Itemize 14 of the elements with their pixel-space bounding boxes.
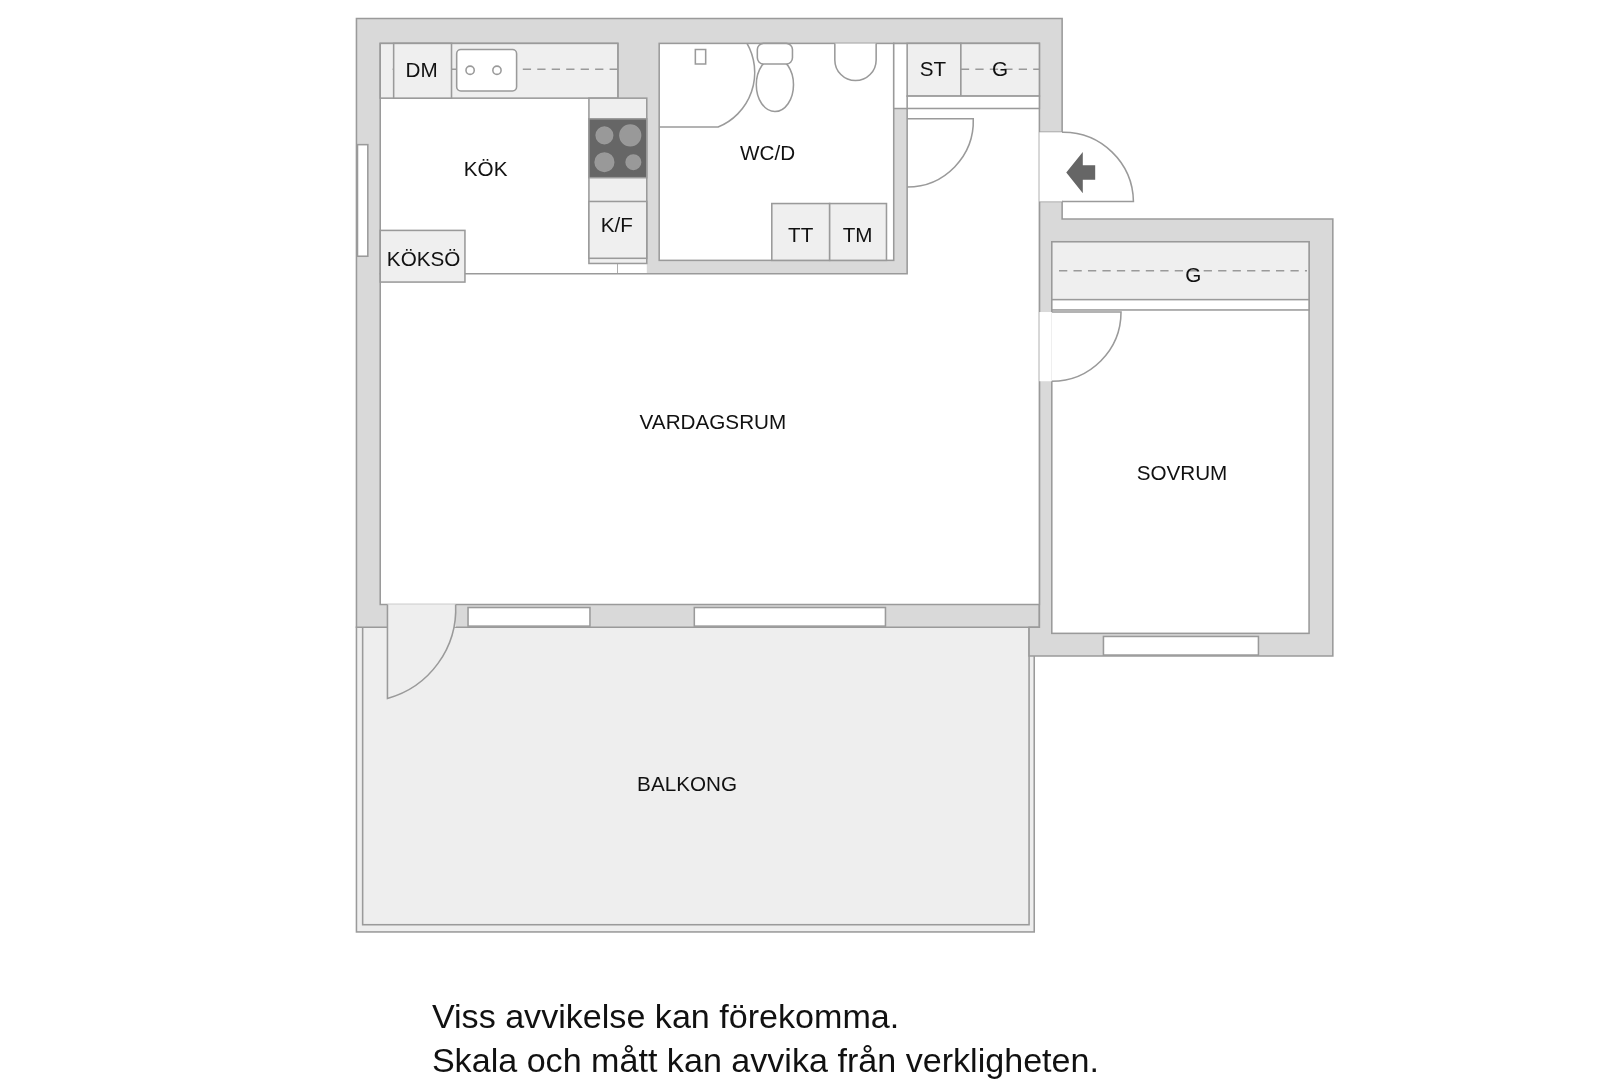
room-label: SOVRUM: [1136, 462, 1228, 484]
appliance-label: TM: [842, 224, 873, 245]
disclaimer-caption: Viss avvikelse kan förekomma. Skala och mått kan avvika från verkligheten.: [431, 996, 1099, 1080]
room-label: VARDAGSRUM: [639, 411, 787, 432]
room-label: WC/D: [740, 142, 796, 164]
room-label: BALKONG: [637, 773, 738, 795]
appliance-label: KÖKSÖ: [386, 247, 461, 269]
wardrobe-label: G: [992, 58, 1009, 80]
storage-label: ST: [919, 58, 947, 80]
appliance-label: K/F: [600, 214, 633, 236]
appliance-label: DM: [405, 59, 438, 81]
appliance-label: TT: [788, 224, 814, 245]
room-label: KÖK: [463, 158, 508, 179]
wardrobe-label: G: [1185, 264, 1202, 286]
